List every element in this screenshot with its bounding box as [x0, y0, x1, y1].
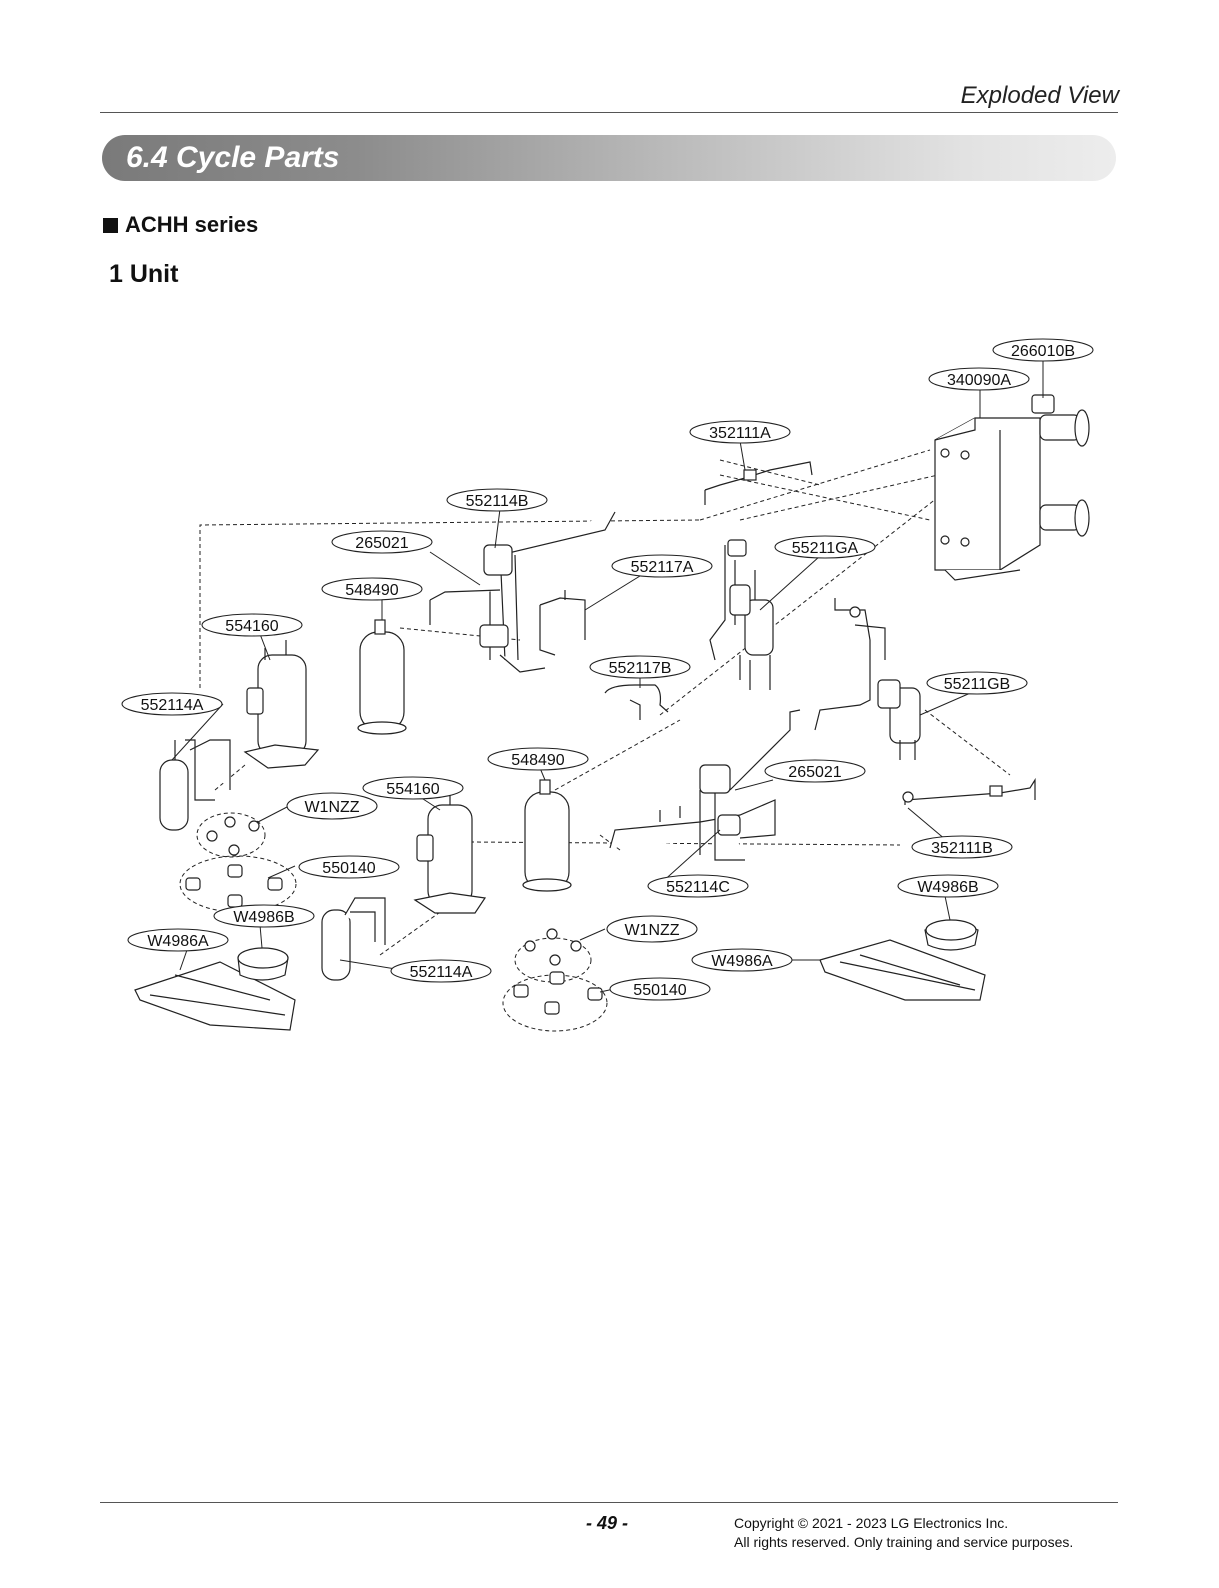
callout-552114C: 552114C [666, 879, 730, 896]
callout-552114A-lower: 552114A [410, 964, 473, 981]
receiver-tank-top [357, 619, 407, 735]
cap-left [237, 947, 289, 981]
series-heading: ACHH series [103, 212, 258, 238]
valve-assembly-lower [609, 709, 801, 861]
receiver-tank-lower [522, 779, 572, 892]
callout-552117A: 552117A [631, 559, 694, 576]
callout-552114A-top: 552114A [141, 697, 204, 714]
rubber-mounts-lower [513, 928, 603, 1015]
callout-265021-top: 265021 [355, 535, 408, 552]
exploded-view-diagram: 266010B 340090A 352111A 552114B 265021 5… [121, 338, 1094, 1032]
callout-W4986A-left: W4986A [147, 933, 209, 950]
manifold-55211GA [709, 539, 774, 690]
callout-352111A: 352111A [709, 425, 771, 442]
callout-552114B: 552114B [466, 493, 529, 510]
callout-W1NZZ-top: W1NZZ [304, 799, 359, 816]
callout-ellipses [121, 338, 1094, 1001]
callout-266010B: 266010B [1011, 343, 1075, 360]
callout-552117B: 552117B [609, 660, 672, 677]
manifold-55211GB [814, 598, 921, 760]
section-title: 6.4 Cycle Parts [126, 141, 340, 174]
copyright-notice: Copyright © 2021 - 2023 LG Electronics I… [734, 1514, 1073, 1552]
callout-W4986A-right: W4986A [711, 953, 773, 970]
footer-divider [100, 1502, 1118, 1503]
square-bullet-icon [103, 217, 118, 233]
base-plate-left [134, 961, 296, 1031]
accumulator-top [159, 739, 231, 831]
callout-W4986B-left: W4986B [233, 909, 294, 926]
callout-55211GB: 55211GB [944, 676, 1010, 693]
header-divider [100, 112, 1118, 113]
callout-548490-top: 548490 [345, 582, 398, 599]
compressor-lower [413, 792, 487, 914]
series-heading-text: ACHH series [125, 212, 259, 237]
callout-554160-top: 554160 [225, 618, 278, 635]
callout-550140-top: 550140 [322, 860, 375, 877]
callout-55211GA: 55211GA [792, 540, 859, 557]
callout-352111B: 352111B [931, 840, 993, 857]
copyright-line-1: Copyright © 2021 - 2023 LG Electronics I… [734, 1515, 1009, 1531]
callout-340090A: 340090A [947, 372, 1011, 389]
callout-548490-lower: 548490 [511, 752, 564, 769]
callout-W1NZZ-lower: W1NZZ [624, 922, 679, 939]
callout-554160-lower: 554160 [386, 781, 439, 798]
heat-exchanger-shape [934, 394, 1090, 581]
page-number: - 49 - [586, 1513, 629, 1533]
callout-550140-lower: 550140 [633, 982, 686, 999]
section-banner: 6.4 Cycle Parts [102, 135, 1116, 181]
base-plate-right [819, 939, 986, 1001]
callout-265021-lower: 265021 [788, 764, 841, 781]
copyright-line-2: All rights reserved. Only training and s… [734, 1534, 1074, 1550]
valve-assembly-left [429, 511, 616, 673]
rubber-mounts-top [185, 816, 283, 908]
unit-heading: 1 Unit [109, 260, 179, 288]
cap-right [924, 919, 979, 951]
page-header-title: Exploded View [960, 82, 1119, 109]
compressor-top [243, 640, 320, 769]
callout-W4986B-right: W4986B [917, 879, 978, 896]
accumulator-lower [321, 897, 386, 981]
